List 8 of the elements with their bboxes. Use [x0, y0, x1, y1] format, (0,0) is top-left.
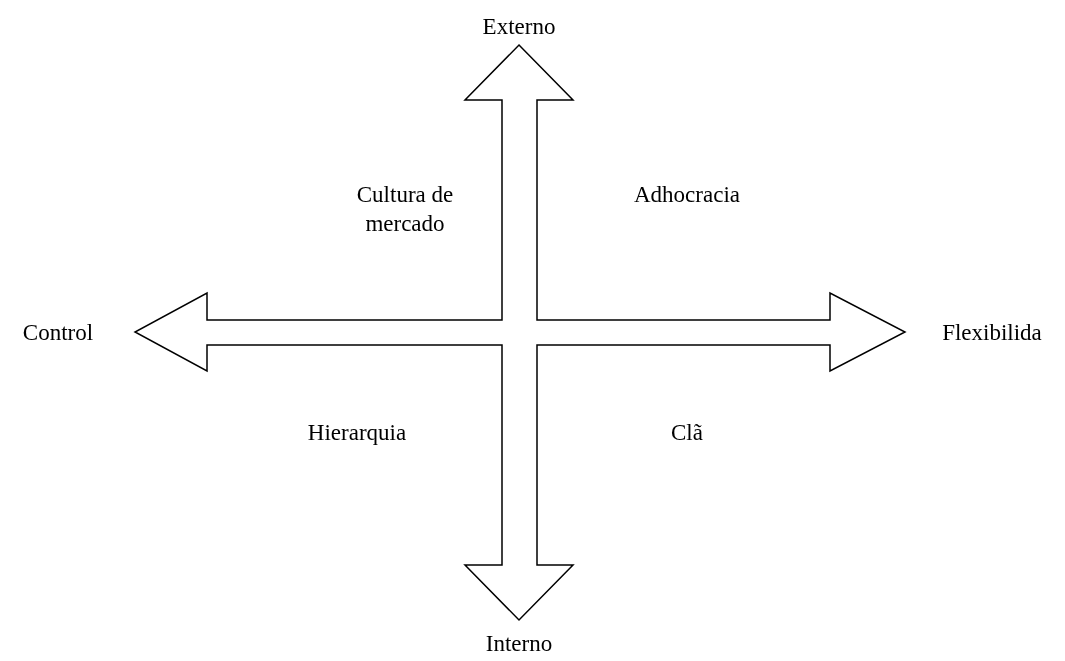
- axis-label: Control: [21, 319, 95, 347]
- axis-label: Flexibilida: [941, 319, 1043, 347]
- axis-label: Interno: [484, 630, 554, 658]
- quadrant-label: Hierarquia: [306, 419, 408, 447]
- quadrant-label: Adhocracia: [633, 181, 741, 209]
- quadrant-label: Cultura de mercado: [355, 181, 455, 238]
- axis-label: Externo: [481, 13, 557, 41]
- quadrant-label: Clã: [670, 419, 704, 447]
